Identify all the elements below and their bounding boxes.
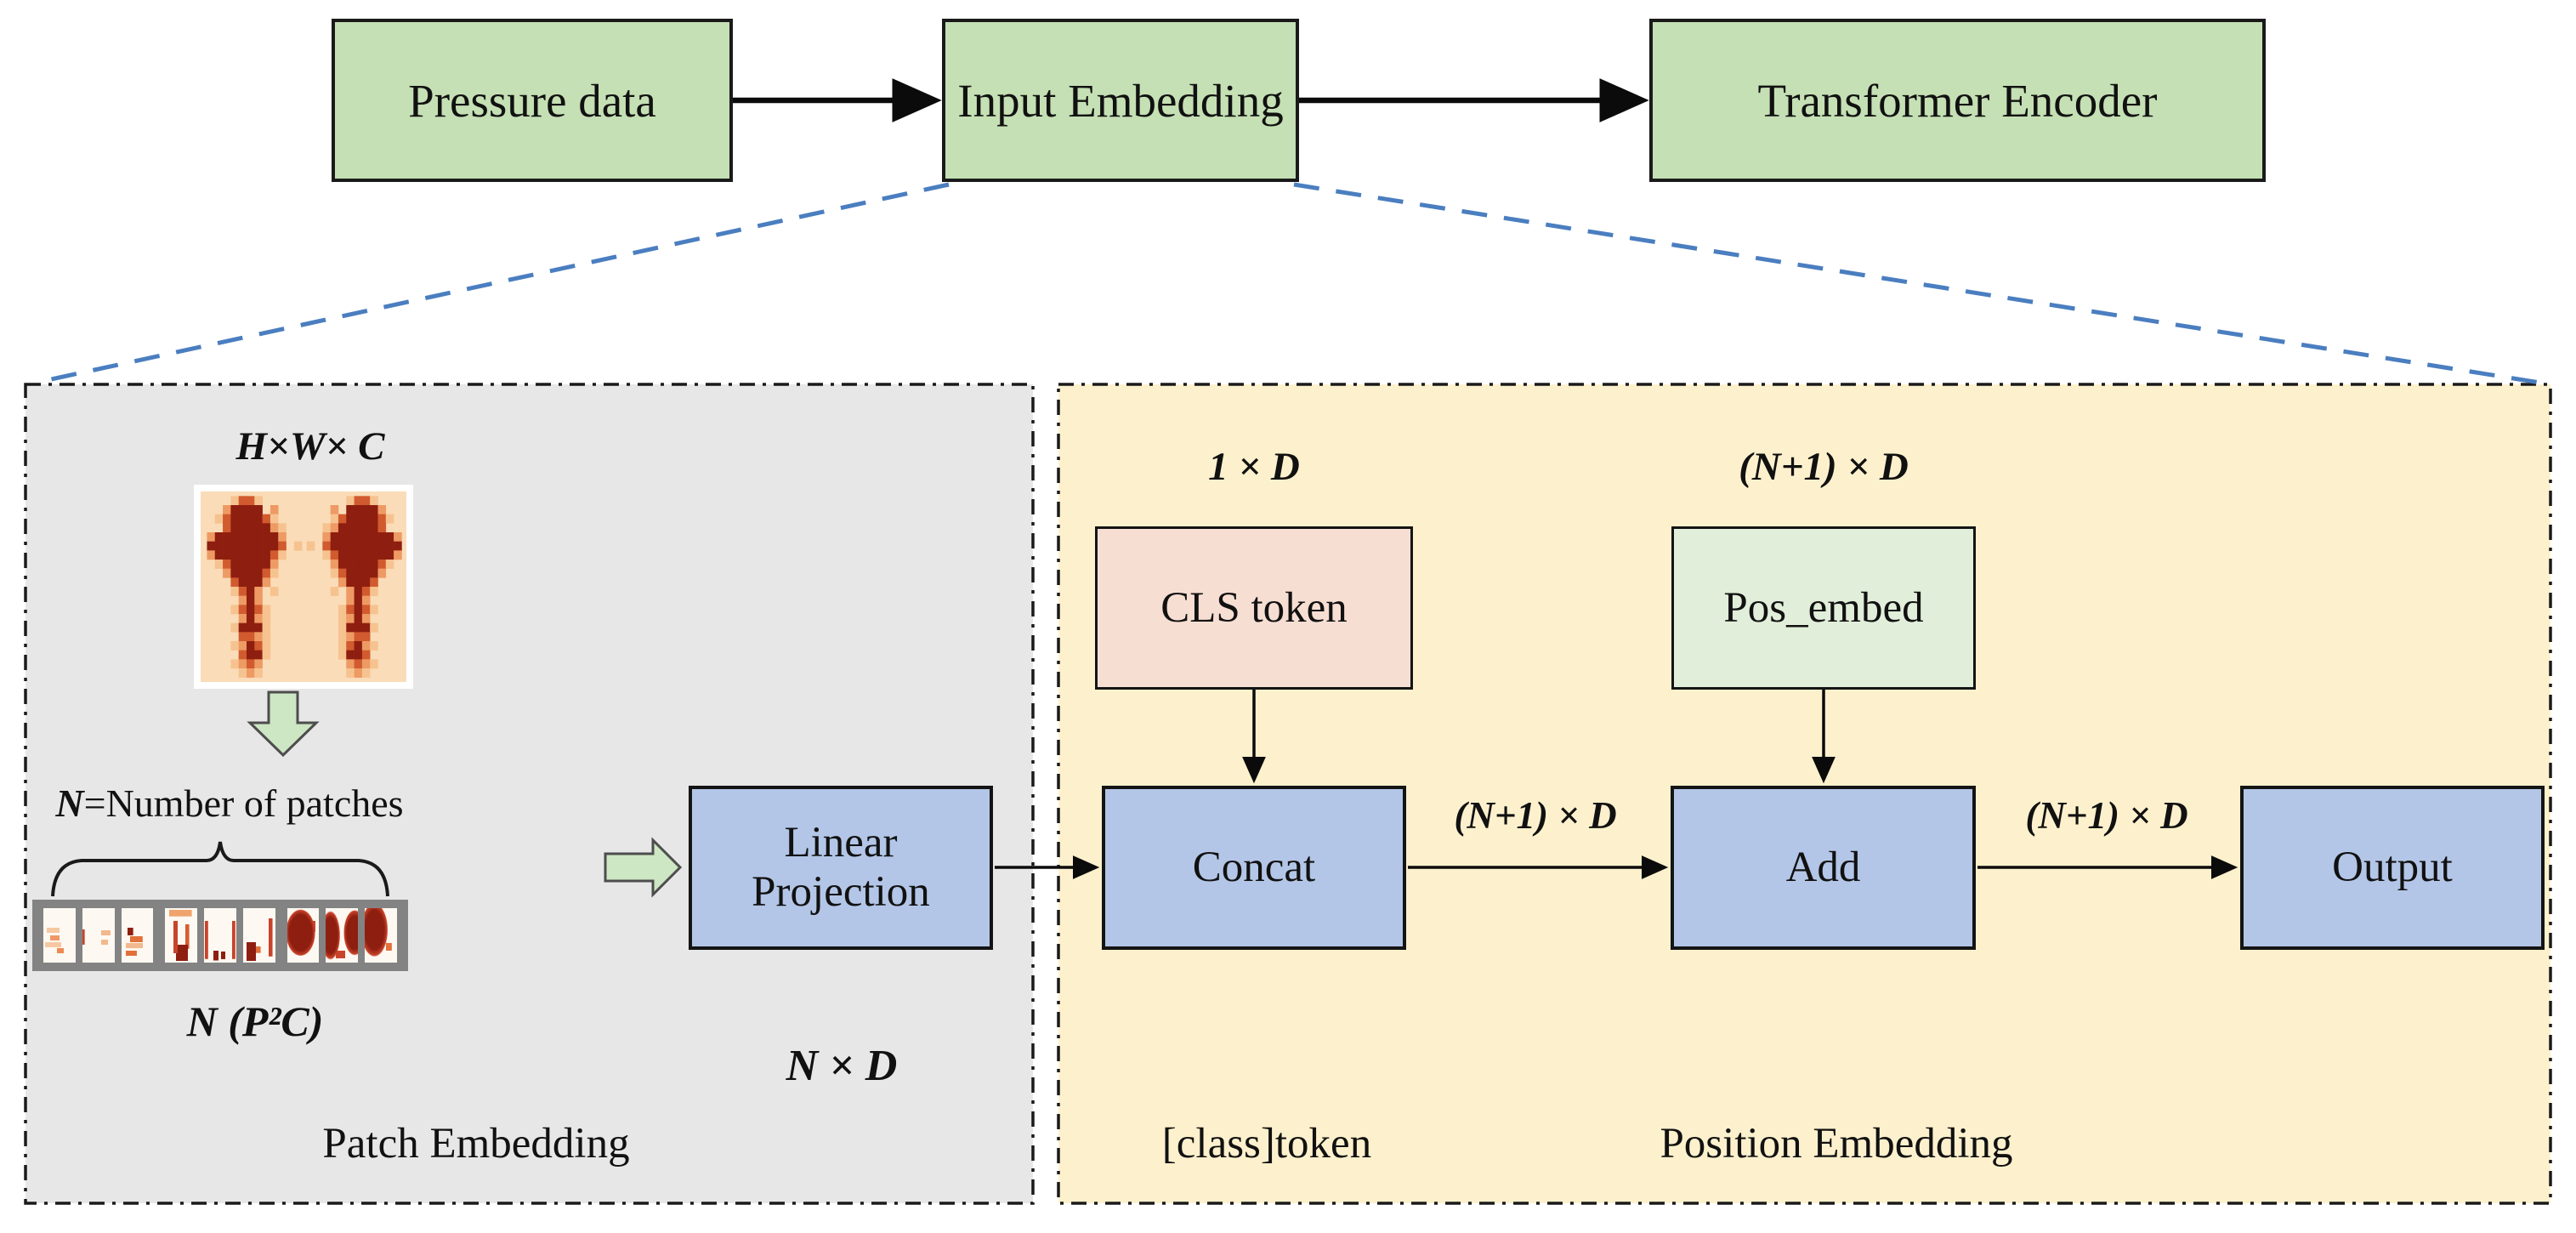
pressure-data-box: Pressure data [332, 19, 733, 182]
concat-box: Concat [1102, 786, 1406, 950]
linear-projection-label: Linear Projection [752, 819, 930, 916]
pos-embed-box: Pos_embed [1671, 526, 1976, 690]
position-embedding-caption: Position Embedding [1660, 1120, 2013, 1168]
cls-dims-label: 1 × D [1208, 445, 1300, 489]
patch-cell-5 [204, 908, 236, 963]
add-output-dims-label: (N+1) × D [2025, 794, 2188, 837]
output-box: Output [2240, 786, 2545, 950]
add-box: Add [1671, 786, 1976, 950]
dashed-expander-left [35, 182, 950, 385]
patch-cell-1 [43, 908, 76, 963]
cls-token-label: CLS token [1160, 584, 1348, 632]
patch-dims-label: N (P²C) [186, 997, 324, 1045]
dashed-expander-right [1293, 182, 2541, 385]
patch-cell-3 [121, 908, 154, 963]
num-patches-label: N=Number of patches [55, 781, 404, 825]
patch-strip [32, 900, 408, 971]
projected-dims-label: N × D [786, 1042, 898, 1090]
add-label: Add [1785, 843, 1861, 891]
transformer-encoder-label: Transformer Encoder [1757, 74, 2158, 127]
cls-token-box: CLS token [1095, 526, 1413, 690]
input-embedding-box: Input Embedding [942, 19, 1299, 182]
concat-label: Concat [1192, 843, 1316, 891]
patch-cell-6 [242, 908, 275, 963]
concat-add-dims-label: (N+1) × D [1454, 794, 1617, 837]
patch-cell-8 [326, 908, 359, 963]
pressure-data-label: Pressure data [408, 74, 656, 127]
patch-cell-4 [165, 908, 198, 963]
patch-cell-9 [365, 908, 398, 963]
patch-embedding-caption: Patch Embedding [322, 1120, 630, 1168]
pos-dims-label: (N+1) × D [1739, 445, 1909, 489]
input-dims-label: H×W× C [235, 424, 385, 469]
patch-cell-7 [287, 908, 320, 963]
output-label: Output [2332, 843, 2453, 891]
linear-projection-box: Linear Projection [689, 786, 993, 950]
pressure-heatmap-frame [194, 485, 413, 689]
pressure-heatmap [201, 491, 406, 682]
pos-embed-label: Pos_embed [1723, 584, 1924, 632]
input-embedding-label: Input Embedding [957, 74, 1284, 127]
transformer-encoder-box: Transformer Encoder [1649, 19, 2266, 182]
patch-cell-2 [82, 908, 115, 963]
class-token-caption: [class]token [1161, 1120, 1372, 1168]
